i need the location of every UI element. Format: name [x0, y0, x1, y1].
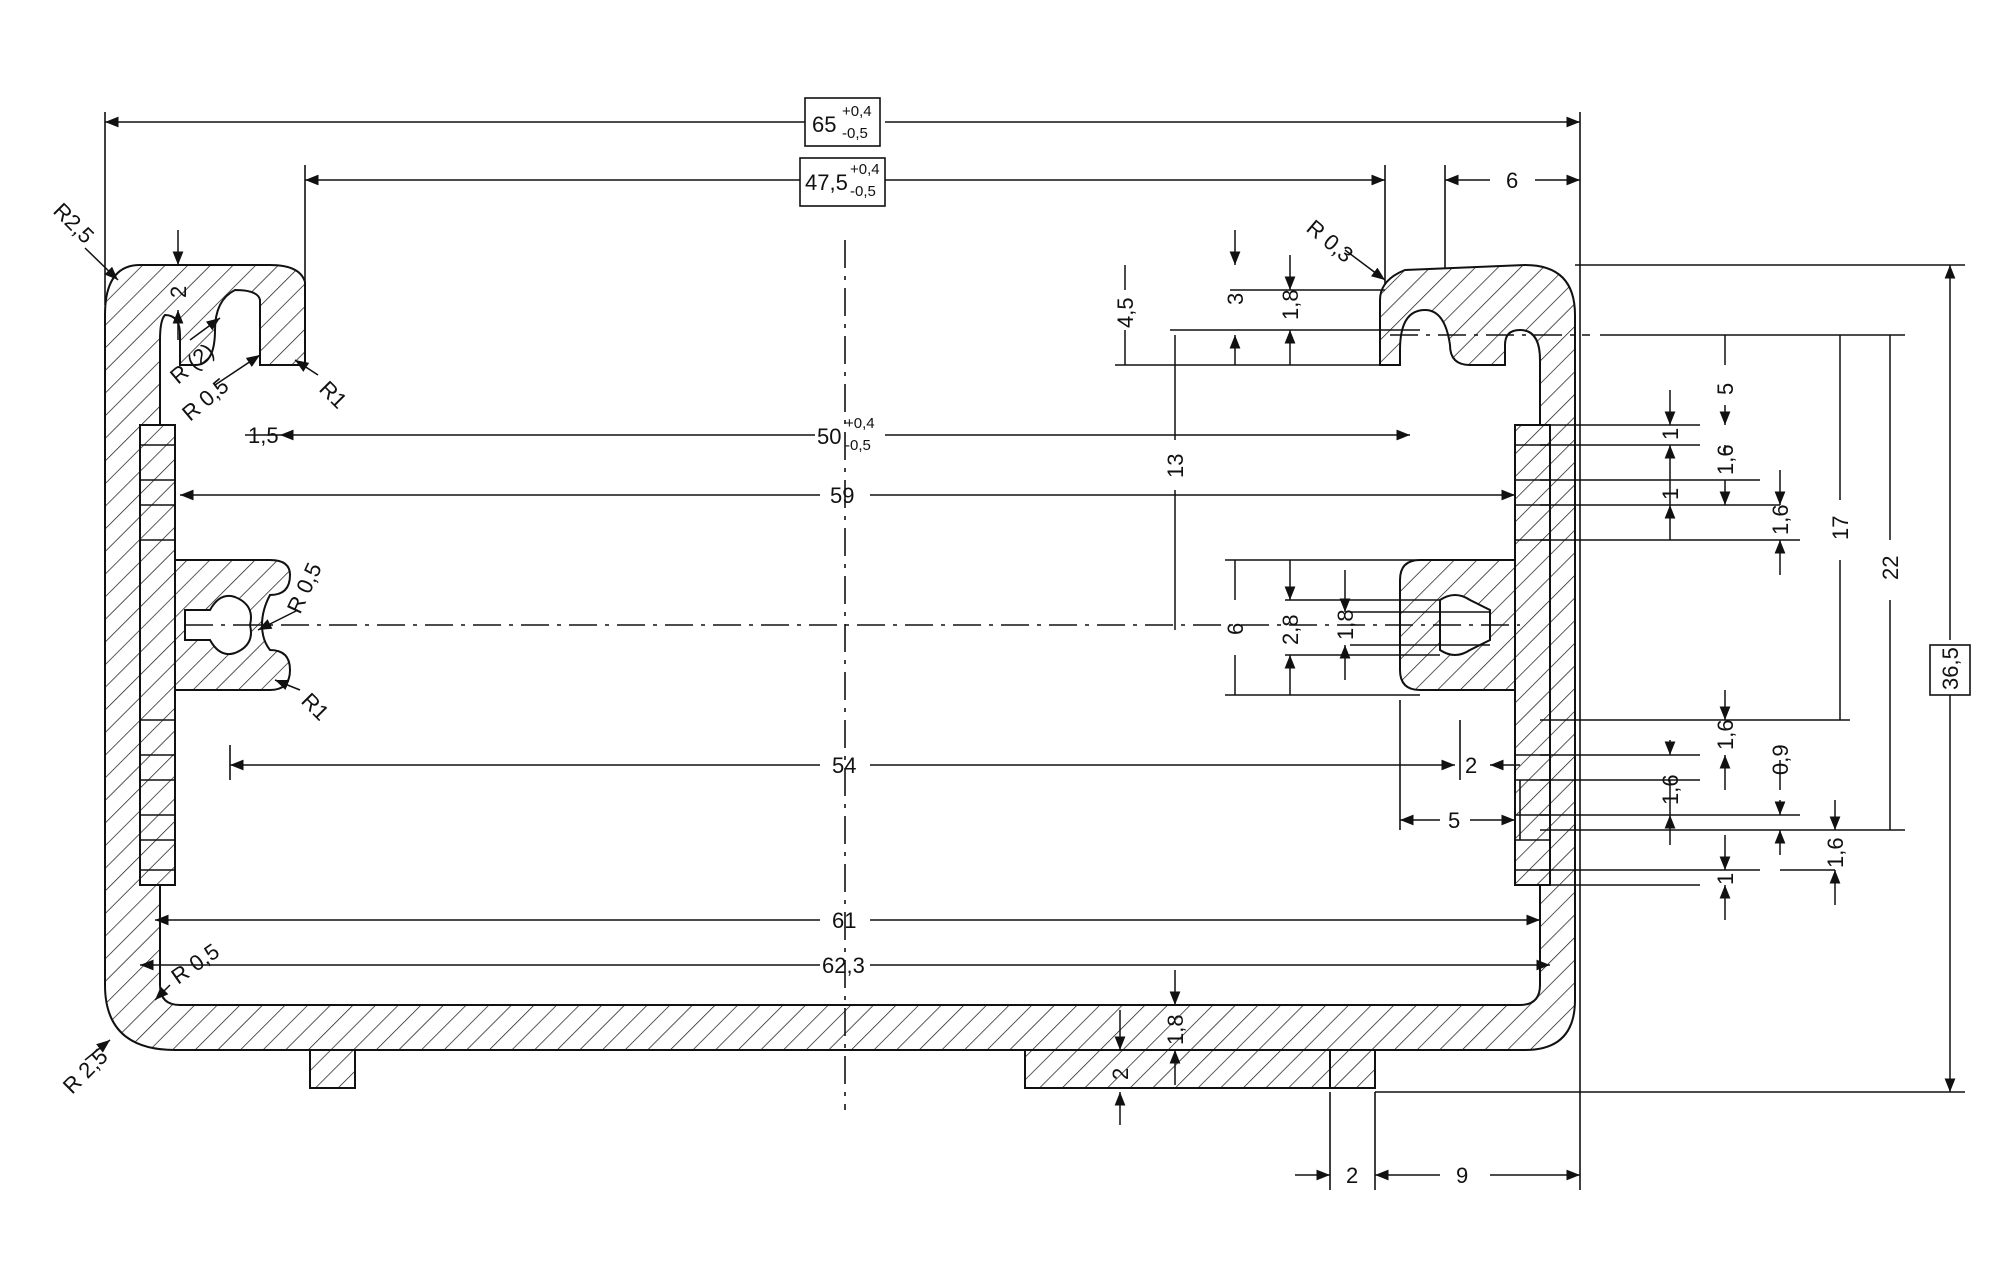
dim-65-tol-plus: +0,4 [842, 103, 872, 120]
dim-59: 59 [830, 483, 854, 508]
dim-0-9: 0,9 [1768, 744, 1793, 775]
dim-65: 65 [812, 112, 836, 137]
dim-1-5: 1,5 [248, 423, 279, 448]
dim-4-5: 4,5 [1113, 297, 1138, 328]
dim-17: 17 [1828, 516, 1853, 540]
dim-62-3: 62,3 [822, 953, 865, 978]
radius-2-5-bottom: R 2,5 [58, 1044, 113, 1099]
dim-1-6-rib-c: 1,6 [1713, 719, 1738, 750]
radius-1-boss: R1 [296, 688, 334, 726]
dim-1-6-rib-e: 1,6 [1823, 837, 1848, 868]
radius-2-5-top: R2,5 [48, 198, 99, 249]
dim-1-8-lip: 1,8 [1278, 289, 1303, 320]
dimension-labels: 65 +0,4 -0,5 47,5 +0,4 -0,5 6 50 +0,4 -0… [248, 103, 1518, 1188]
left-rib-notches [140, 444, 175, 871]
dim-9: 9 [1456, 1163, 1468, 1188]
dim-2-foot-v: 2 [1108, 1068, 1133, 1080]
left-foot [309, 1049, 356, 1089]
dim-47-5: 47,5 [805, 170, 848, 195]
dim-65-tol-minus: -0,5 [842, 125, 868, 142]
width-47-5-box [799, 157, 886, 207]
dim-1-8-boss: 1,8 [1333, 609, 1358, 640]
dim-61: 61 [832, 908, 856, 933]
right-foot [1329, 1049, 1376, 1089]
dim-54: 54 [832, 753, 856, 778]
width-65-box [804, 97, 881, 147]
outer-shell [104, 263, 1576, 1089]
dim-13: 13 [1163, 454, 1188, 478]
radius-leaders [84, 247, 1386, 1061]
dim-50: 50 [817, 424, 841, 449]
dim-50-tol-minus: -0,5 [845, 437, 871, 454]
dim-2-foot: 2 [1346, 1163, 1358, 1188]
dim-1-rib-a: 1 [1658, 428, 1683, 440]
dim-5-rib: 5 [1713, 383, 1738, 395]
dim-1-rib-b: 1 [1658, 488, 1683, 500]
dim-2-groove: 2 [1465, 753, 1477, 778]
dim-47-5-tol-plus: +0,4 [850, 161, 880, 178]
dim-1-rib-c: 1 [1713, 873, 1738, 885]
dim-2-8-boss: 2,8 [1278, 614, 1303, 645]
radius-0-3: R 0,3 [1302, 215, 1358, 268]
dim-36-5: 36,5 [1938, 647, 1963, 690]
dim-1-6-rib-d: 1,6 [1658, 774, 1683, 805]
left-rib-strip [139, 424, 176, 886]
vertical-dimensions [172, 230, 1956, 1125]
right-boss-slot [1439, 594, 1491, 656]
horizontal-dimensions [105, 116, 1580, 1181]
dim-3: 3 [1223, 293, 1248, 305]
dim-22: 22 [1878, 556, 1903, 580]
right-rib-strip [1514, 424, 1551, 886]
dim-6-boss: 6 [1223, 623, 1248, 635]
dim-1-8-floor: 1,8 [1163, 1014, 1188, 1045]
dim-5-groove: 5 [1448, 808, 1460, 833]
dim-50-tol-plus: +0,4 [845, 415, 875, 432]
dim-2-lip: 2 [166, 286, 191, 298]
dim-1-6-rib-b: 1,6 [1768, 504, 1793, 535]
dim-6-top: 6 [1506, 168, 1518, 193]
height-36-5-box [1929, 644, 1971, 696]
radius-0-5-bottom: R 0,5 [167, 938, 224, 989]
dim-1-6-rib-a: 1,6 [1713, 444, 1738, 475]
dim-47-5-tol-minus: -0,5 [850, 183, 876, 200]
vertical-labels: 36,5 22 17 13 4,5 3 1,8 2 6 2,8 1,8 5 1 … [166, 286, 1963, 1080]
radius-1-top: R1 [314, 376, 352, 414]
